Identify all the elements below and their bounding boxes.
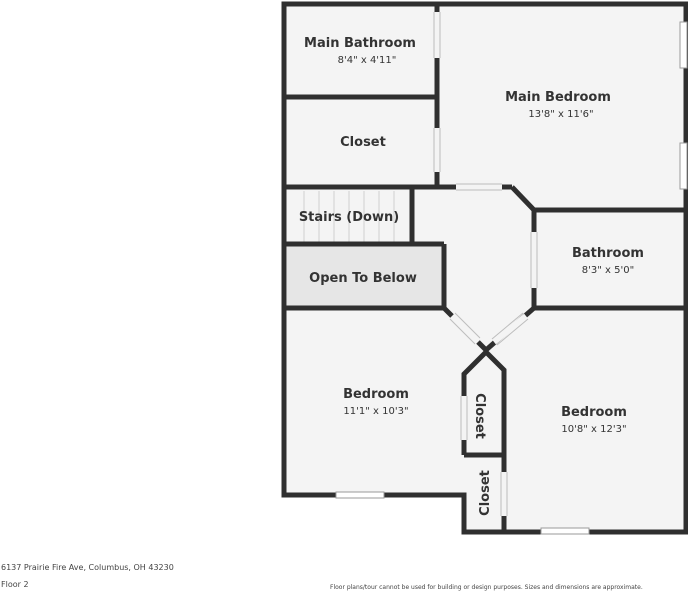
room-label-main-bedroom: Main Bedroom xyxy=(505,90,611,105)
room-label-bathroom: Bathroom xyxy=(572,246,644,261)
address-text: 6137 Prairie Fire Ave, Columbus, OH 4323… xyxy=(1,563,174,572)
door-opening-lines xyxy=(433,12,538,516)
door-opening xyxy=(461,396,467,440)
room-label-stairs: Stairs (Down) xyxy=(299,210,399,225)
door-opening xyxy=(434,12,440,58)
window xyxy=(540,527,590,535)
diagonal-opening-lines xyxy=(449,312,529,346)
room-label-closet-mid: Closet xyxy=(472,393,487,439)
diagonal-openings xyxy=(449,313,528,345)
room-label-bedroom-right: Bedroom xyxy=(561,405,627,420)
window xyxy=(335,491,385,499)
windows xyxy=(335,21,688,535)
disclaimer-text: Floor plans/tour cannot be used for buil… xyxy=(330,584,643,591)
room-label-closet-top: Closet xyxy=(340,135,386,150)
floor-fills xyxy=(284,4,686,532)
door-opening xyxy=(434,128,440,172)
room-dims-bedroom-left: 11'1" x 10'3" xyxy=(343,406,408,417)
floor-outline xyxy=(284,4,686,532)
stair-treads xyxy=(303,191,395,242)
room-label-open-to-below: Open To Below xyxy=(309,271,417,286)
door-openings xyxy=(434,12,537,516)
room-label-closet-bottom: Closet xyxy=(478,470,493,516)
door-opening xyxy=(456,184,502,190)
exterior-wall xyxy=(281,1,688,535)
window xyxy=(679,142,688,190)
floor-label: Floor 2 xyxy=(1,580,29,589)
room-label-main-bathroom: Main Bathroom xyxy=(304,36,416,51)
room-dims-bedroom-right: 10'8" x 12'3" xyxy=(561,424,626,435)
open-to-below-area xyxy=(287,246,442,308)
room-label-bedroom-left: Bedroom xyxy=(343,387,409,402)
window xyxy=(679,21,688,69)
door-opening xyxy=(531,232,537,288)
door-opening xyxy=(501,472,507,516)
room-dims-main-bedroom: 13'8" x 11'6" xyxy=(528,109,593,120)
room-dims-bathroom: 8'3" x 5'0" xyxy=(582,265,634,276)
room-dims-main-bathroom: 8'4" x 4'11" xyxy=(338,55,397,66)
